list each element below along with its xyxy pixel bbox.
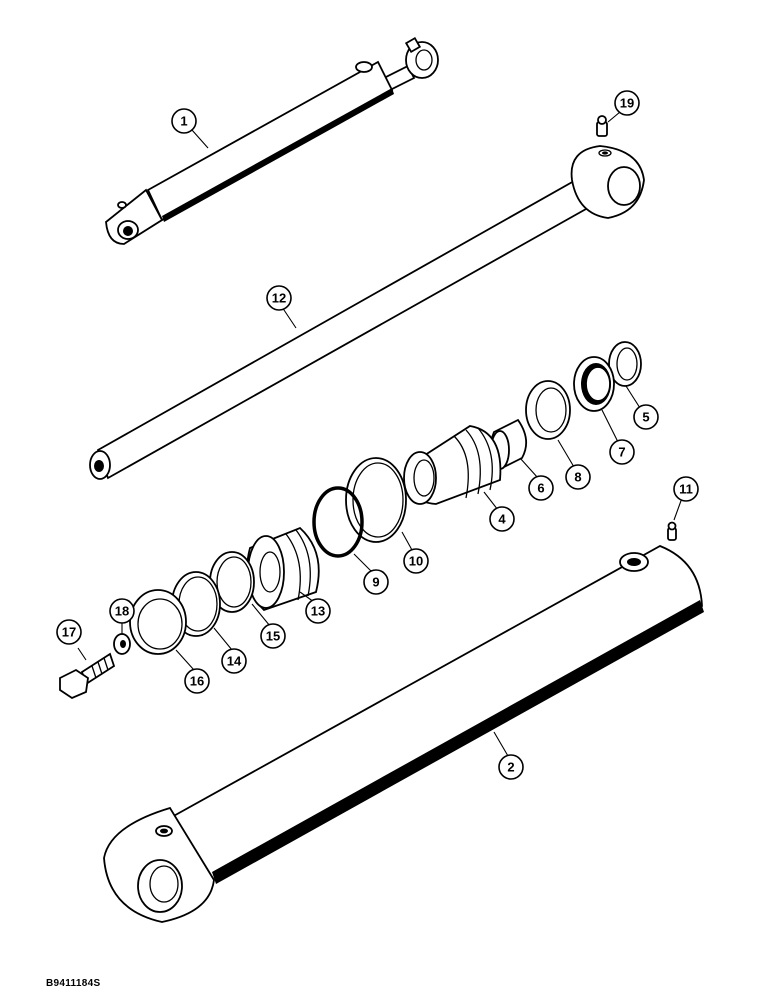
svg-text:18: 18 [115, 604, 129, 619]
callout-11: 11 [673, 476, 699, 502]
rod-seal [573, 356, 615, 412]
callout-5: 5 [633, 404, 659, 430]
piston-seal [129, 589, 187, 655]
grease-fitting-side [667, 521, 677, 541]
callout-2: 2 [498, 754, 524, 780]
svg-text:5: 5 [642, 410, 649, 425]
piston-rod [89, 145, 645, 480]
gland [403, 425, 502, 505]
wiper-seal [608, 341, 642, 387]
svg-text:17: 17 [62, 625, 76, 640]
svg-text:2: 2 [507, 760, 514, 775]
svg-text:8: 8 [574, 470, 581, 485]
svg-text:7: 7 [618, 445, 625, 460]
callout-14: 14 [221, 648, 247, 674]
leader-lines [77, 111, 683, 757]
svg-text:9: 9 [372, 575, 379, 590]
svg-text:11: 11 [679, 482, 693, 497]
svg-text:19: 19 [620, 96, 634, 111]
callout-9: 9 [363, 569, 389, 595]
cylinder-barrel [103, 545, 704, 923]
callout-6: 6 [528, 475, 554, 501]
svg-text:16: 16 [190, 674, 204, 689]
callout-17: 17 [56, 619, 82, 645]
svg-text:10: 10 [409, 554, 423, 569]
callout-19: 19 [614, 90, 640, 116]
svg-text:14: 14 [227, 654, 242, 669]
figure-code: B9411184S [46, 978, 101, 989]
svg-text:6: 6 [537, 481, 544, 496]
backup-ring-8 [525, 380, 571, 440]
callout-7: 7 [609, 439, 635, 465]
callout-16: 16 [184, 668, 210, 694]
callout-1: 1 [171, 108, 197, 134]
piston [246, 526, 320, 612]
callout-4: 4 [489, 506, 515, 532]
callout-15: 15 [260, 623, 286, 649]
svg-text:13: 13 [311, 604, 325, 619]
svg-text:1: 1 [180, 114, 187, 129]
callout-13: 13 [305, 598, 331, 624]
callout-12: 12 [266, 285, 292, 311]
o-ring [312, 486, 364, 558]
cylinder-assembly [105, 36, 439, 245]
callout-18: 18 [109, 598, 135, 624]
svg-text:4: 4 [498, 512, 506, 527]
svg-text:15: 15 [266, 629, 280, 644]
callout-10: 10 [403, 548, 429, 574]
svg-text:12: 12 [272, 291, 286, 306]
washer [113, 633, 131, 655]
bolt [59, 652, 116, 700]
grease-fitting-top [596, 115, 608, 137]
callout-8: 8 [565, 464, 591, 490]
